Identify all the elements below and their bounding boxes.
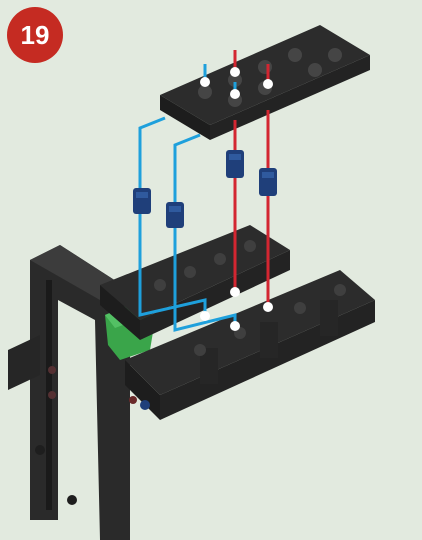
navy-pin	[133, 150, 277, 228]
